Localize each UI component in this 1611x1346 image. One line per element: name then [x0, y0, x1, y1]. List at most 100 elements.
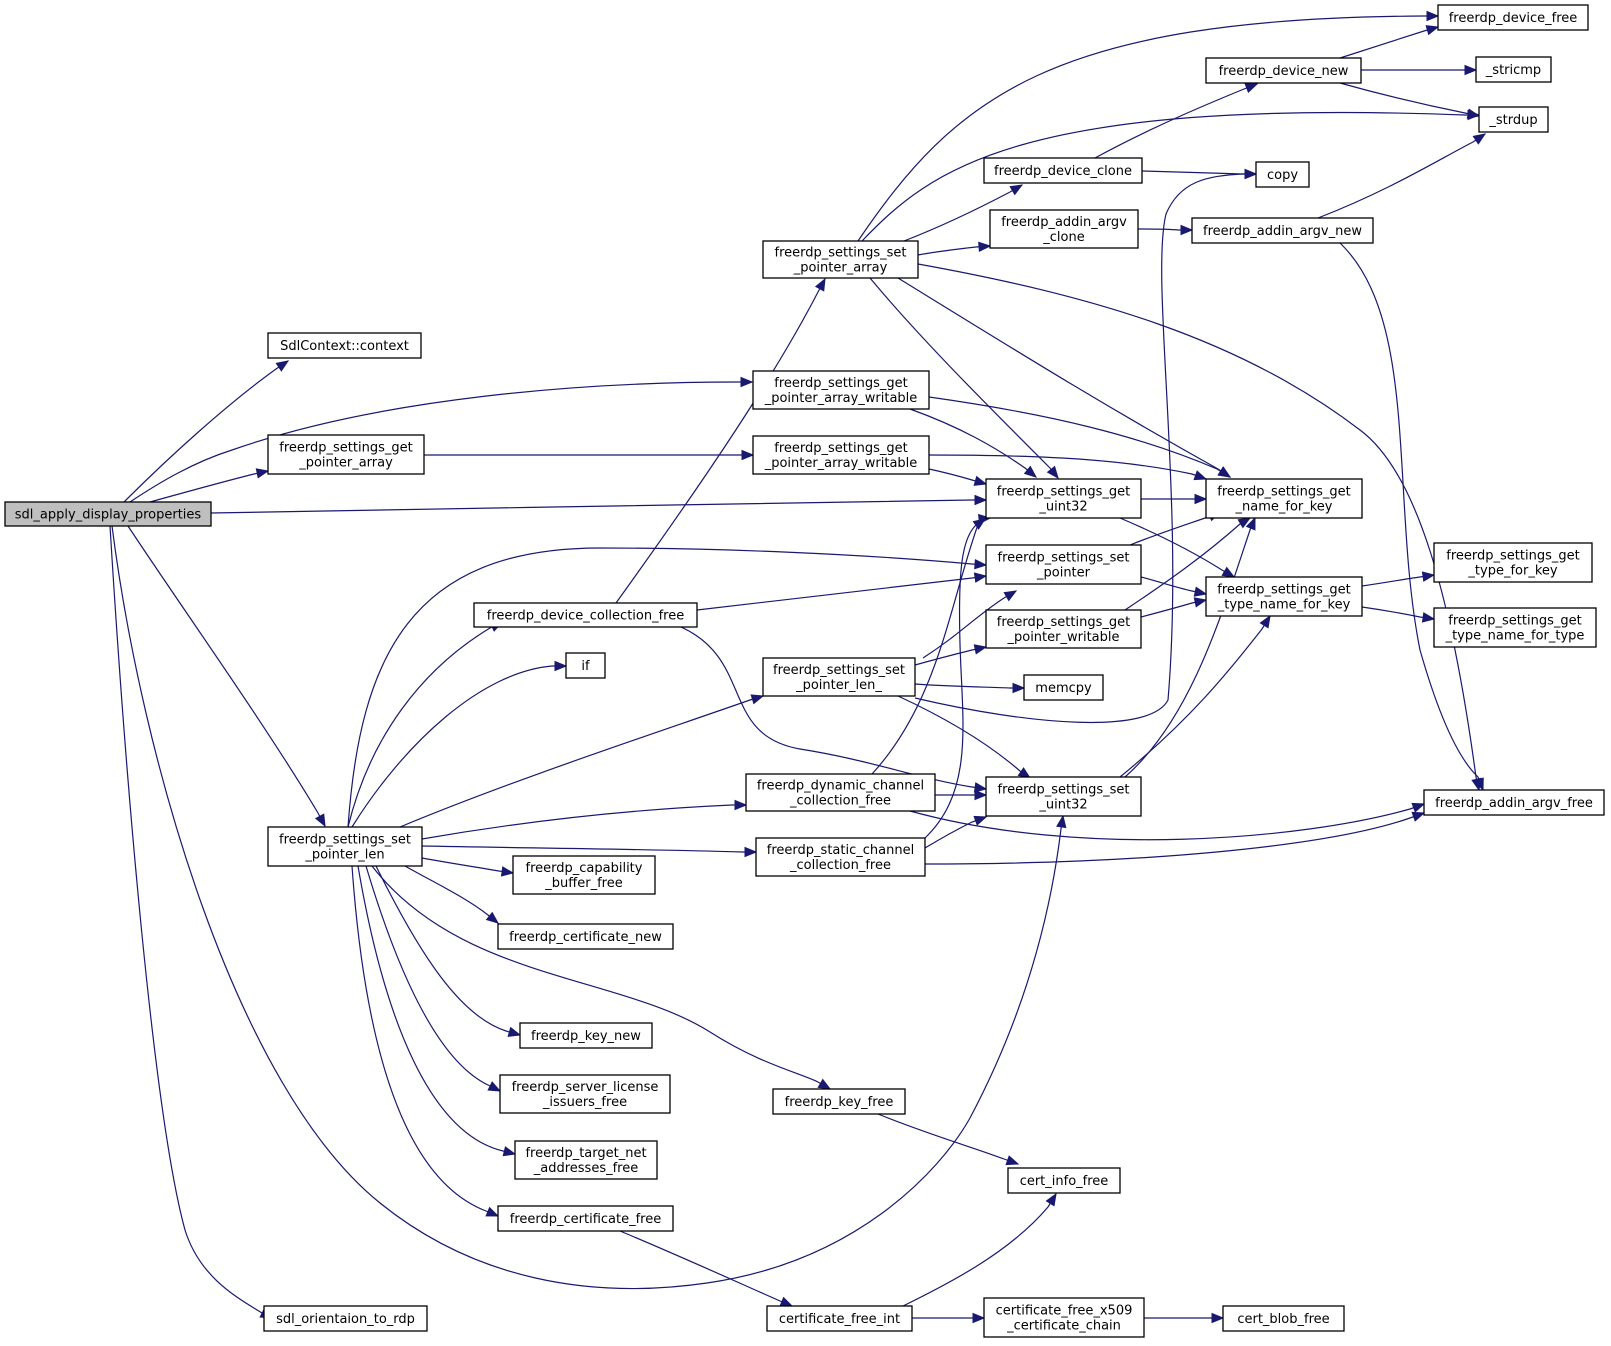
node-sp[interactable]: freerdp_settings_set_pointer [985, 544, 1142, 585]
node-box [1255, 161, 1310, 188]
node-knew[interactable]: freerdp_key_new [519, 1022, 653, 1049]
node-box [1433, 607, 1597, 648]
node-cfree[interactable]: freerdp_certificate_free [497, 1205, 674, 1232]
node-box [752, 370, 930, 410]
node-sdl_apply[interactable]: sdl_apply_display_properties [4, 501, 212, 527]
node-label: freerdp_settings_get [1448, 614, 1581, 629]
edge-line [1137, 228, 1192, 231]
edge-sp-to-gtnk [1140, 576, 1208, 597]
edge-line [861, 111, 1479, 242]
edge-gpa-to-gpaw2 [423, 449, 755, 461]
node-gpaw1[interactable]: freerdp_settings_get_pointer_array_writa… [752, 370, 930, 410]
node-strdup[interactable]: _strdup [1478, 106, 1549, 133]
edge-arrowhead [1425, 25, 1440, 36]
edge-arrowhead [972, 518, 987, 530]
node-cfx[interactable]: certificate_free_x509_certificate_chain [983, 1297, 1145, 1338]
node-spa[interactable]: freerdp_settings_set_pointer_array [762, 240, 919, 279]
node-cfi[interactable]: certificate_free_int [766, 1305, 913, 1332]
edge-arrowhead [740, 376, 754, 388]
node-gtk[interactable]: freerdp_settings_get_type_for_key [1433, 542, 1593, 583]
edge-dyn-to-su32 [935, 789, 988, 801]
node-box [985, 609, 1142, 649]
node-box [1437, 4, 1589, 31]
edge-dnew-to-strdup [1339, 82, 1481, 119]
node-gnk[interactable]: freerdp_settings_get_name_for_key [1205, 478, 1363, 519]
node-if[interactable]: if [565, 652, 606, 679]
node-aan[interactable]: freerdp_addin_argv_new [1191, 217, 1374, 244]
node-box [745, 773, 936, 812]
node-box [497, 923, 674, 950]
edge-line [909, 803, 1425, 841]
edge-arrowhead [1193, 586, 1208, 597]
edge-line [123, 360, 289, 503]
node-memcpy[interactable]: memcpy [1023, 674, 1104, 701]
node-gpa[interactable]: freerdp_settings_get_pointer_array [267, 434, 425, 475]
edge-line [1119, 615, 1271, 778]
node-gu32[interactable]: freerdp_settings_get_uint32 [985, 478, 1142, 519]
edge-line [922, 590, 1017, 659]
node-box [497, 1205, 674, 1232]
node-dclone[interactable]: freerdp_device_clone [983, 157, 1143, 184]
edge-arrowhead [1421, 571, 1436, 582]
node-spl_[interactable]: freerdp_settings_set_pointer_len_ [762, 657, 916, 697]
node-label: _uint32 [1038, 500, 1087, 515]
node-stat[interactable]: freerdp_static_channel_collection_free [755, 837, 926, 877]
node-label: _certificate_chain [1006, 1319, 1121, 1334]
node-gpw[interactable]: freerdp_settings_get_pointer_writable [985, 609, 1142, 649]
node-dnew[interactable]: freerdp_device_new [1205, 57, 1362, 84]
node-cif[interactable]: cert_info_free [1007, 1167, 1121, 1194]
edge-arrowhead [744, 846, 758, 858]
node-aac[interactable]: freerdp_addin_argv_clone [989, 209, 1139, 249]
node-stricmp[interactable]: _stricmp [1475, 56, 1552, 83]
node-dcf[interactable]: freerdp_device_collection_free [473, 602, 698, 628]
edge-spa-to-strdup [861, 109, 1481, 242]
node-label: cert_info_free [1020, 1174, 1109, 1189]
node-cbfree[interactable]: cert_blob_free [1222, 1305, 1345, 1332]
edge-su32-to-gnk [1124, 516, 1256, 778]
edge-line [365, 865, 501, 1092]
edge-line [111, 525, 1064, 1290]
node-su32[interactable]: freerdp_settings_set_uint32 [985, 776, 1142, 817]
edge-cfi-to-cfx [911, 1312, 986, 1324]
node-box [1023, 674, 1104, 701]
node-label: _pointer_len_ [795, 678, 882, 693]
edge-line [375, 865, 521, 1036]
node-box [766, 1305, 913, 1332]
edge-spl-to-if [351, 660, 568, 828]
edge-arrowhead [1193, 470, 1208, 481]
node-slif[interactable]: freerdp_server_license_issuers_free [499, 1074, 671, 1114]
node-copy[interactable]: copy [1255, 161, 1310, 188]
node-box [512, 855, 656, 895]
node-cbf[interactable]: freerdp_capability_buffer_free [512, 855, 656, 895]
node-kfree[interactable]: freerdp_key_free [772, 1088, 906, 1115]
node-dfree[interactable]: freerdp_device_free [1437, 4, 1589, 31]
node-label: _name_for_key [1235, 500, 1333, 515]
node-label: _collection_free [789, 794, 891, 809]
edge-aan-to-strdup [1317, 133, 1487, 219]
node-cnew[interactable]: freerdp_certificate_new [497, 923, 674, 950]
edge-spa-to-dfree [857, 10, 1440, 242]
edge-cfx-to-cbfree [1143, 1312, 1225, 1324]
edge-arrowhead [1180, 224, 1194, 236]
node-gtnt[interactable]: freerdp_settings_get_type_name_for_type [1433, 607, 1597, 648]
node-label: freerdp_settings_get [1446, 549, 1579, 564]
node-gpaw2[interactable]: freerdp_settings_get_pointer_array_writa… [752, 435, 930, 475]
edge-line [347, 547, 987, 828]
node-gtnk[interactable]: freerdp_settings_get_type_name_for_key [1205, 576, 1363, 617]
edge-line [421, 845, 756, 853]
node-box [985, 478, 1142, 519]
node-label: freerdp_key_free [785, 1095, 894, 1110]
node-orient[interactable]: sdl_orientaion_to_rdp [263, 1305, 428, 1332]
edge-arrowhead [974, 494, 988, 506]
node-box [514, 1140, 658, 1180]
node-aaf[interactable]: freerdp_addin_argv_free [1423, 789, 1605, 816]
node-label: freerdp_target_net [525, 1146, 646, 1161]
edge-arrowhead [973, 644, 988, 655]
edge-arrowhead [275, 360, 290, 372]
node-dyn[interactable]: freerdp_dynamic_channel_collection_free [745, 773, 936, 812]
node-sdlctx[interactable]: SdlContext::context [267, 332, 422, 359]
node-box [1205, 57, 1362, 84]
node-spl[interactable]: freerdp_settings_set_pointer_len [267, 826, 423, 867]
edge-gpaw1-to-gnk [928, 396, 1232, 478]
node-tnaf[interactable]: freerdp_target_net_addresses_free [514, 1140, 658, 1180]
